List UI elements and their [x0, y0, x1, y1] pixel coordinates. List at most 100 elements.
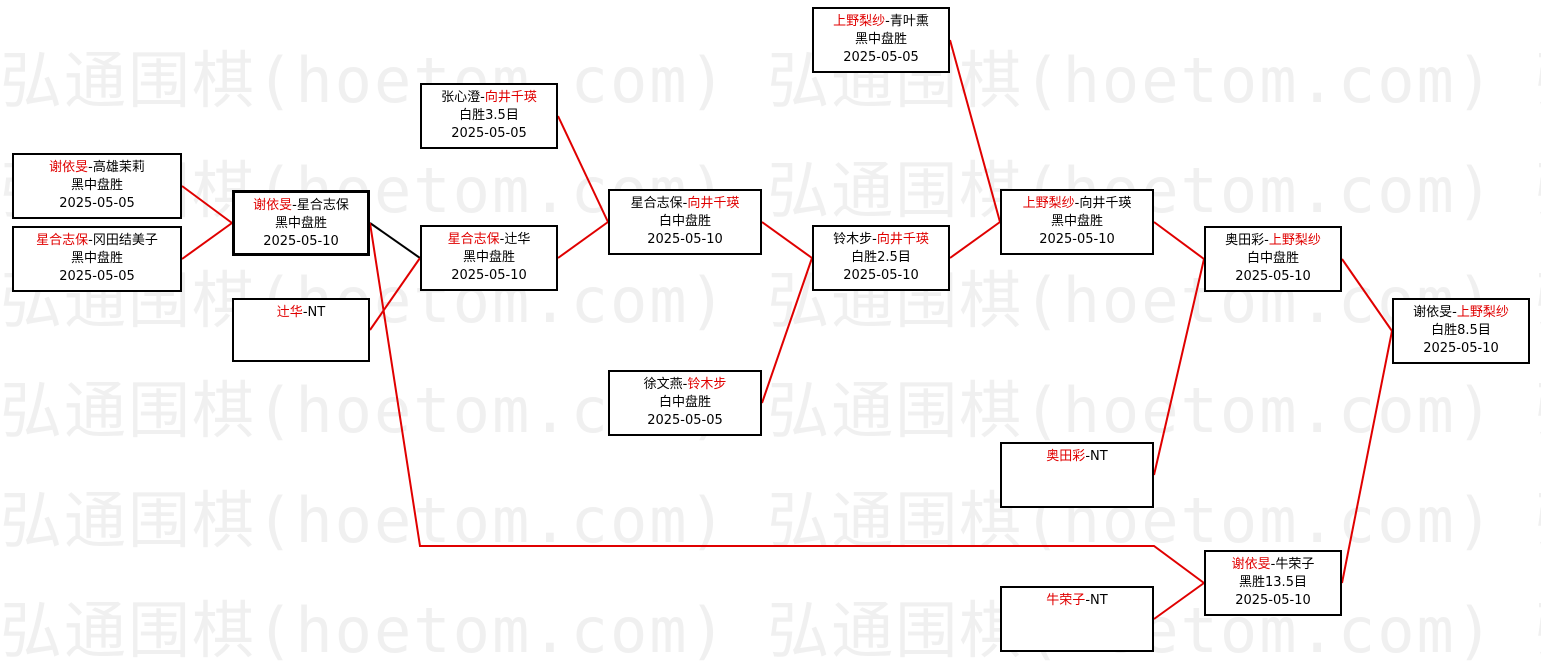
player-white: 向井千瑛: [484, 90, 537, 105]
match-box[interactable]: 上野梨纱-向井千瑛黑中盘胜 2025-05-10: [1000, 189, 1154, 255]
connector: [181, 222, 233, 260]
player-black: 张心澄: [441, 90, 481, 105]
match-players: 徐文燕-铃木步: [610, 376, 760, 394]
separator: -: [1074, 196, 1080, 211]
match-date: 2025-05-10: [1235, 269, 1311, 284]
match-players: 铃木步-向井千瑛: [814, 231, 948, 249]
match-date: 2025-05-05: [843, 50, 919, 65]
connector: [1153, 221, 1205, 260]
player-white: 高雄茉莉: [92, 160, 145, 175]
player-white: 牛荣子: [1275, 557, 1315, 572]
player-black: 铃木步: [833, 232, 873, 247]
match-players: 奥田彩-NT: [1002, 448, 1152, 466]
player-black: 谢依旻: [49, 160, 89, 175]
player-black: 辻华: [276, 305, 303, 320]
player-black: 谢依旻: [1231, 557, 1271, 572]
connector: [761, 257, 813, 404]
match-result: 黑中盘胜: [70, 251, 123, 266]
match-players: 谢依旻-上野梨纱: [1394, 304, 1528, 322]
connector: [181, 185, 233, 224]
match-date: 2025-05-10: [1423, 341, 1499, 356]
player-white: 铃木步: [687, 377, 727, 392]
match-date: 2025-05-05: [59, 196, 135, 211]
separator: -: [1270, 557, 1276, 572]
match-date: 2025-05-10: [1235, 593, 1311, 608]
player-white: 向井千瑛: [687, 196, 740, 211]
match-date: 2025-05-10: [843, 268, 919, 283]
match-result: 白胜3.5目: [459, 108, 519, 123]
player-black: 徐文燕: [643, 377, 683, 392]
player-white: 上野梨纱: [1456, 305, 1509, 320]
player-black: 谢依旻: [253, 198, 293, 213]
connector: [1153, 582, 1205, 620]
match-box[interactable]: 辻华-NT: [232, 298, 370, 362]
separator: -: [499, 232, 505, 247]
match-players: 张心澄-向井千瑛: [422, 89, 556, 107]
match-result: 黑中盘胜: [1050, 214, 1103, 229]
player-black: 谢依旻: [1413, 305, 1453, 320]
match-players: 谢依旻-牛荣子: [1206, 556, 1340, 574]
match-date: 2025-05-05: [59, 269, 135, 284]
match-result: 黑中盘胜: [854, 32, 907, 47]
connector: [369, 222, 1205, 584]
connector: [1341, 330, 1393, 584]
match-players: 辻华-NT: [234, 304, 368, 322]
match-result: 黑胜13.5目: [1239, 575, 1307, 590]
separator: -: [682, 196, 688, 211]
player-black: 星合志保: [36, 233, 89, 248]
match-players: 奥田彩-上野梨纱: [1206, 232, 1340, 250]
match-players: 上野梨纱-向井千瑛: [1002, 195, 1152, 213]
match-players: 谢依旻-高雄茉莉: [14, 159, 180, 177]
player-white: NT: [307, 305, 326, 320]
separator: -: [885, 14, 890, 29]
separator: -: [88, 233, 93, 248]
separator: -: [682, 377, 688, 392]
match-result: 白中盘胜: [1246, 251, 1299, 266]
connector: [369, 222, 421, 259]
separator: -: [872, 232, 877, 247]
separator: -: [480, 90, 485, 105]
player-black: 奥田彩: [1046, 449, 1086, 464]
match-box[interactable]: 奥田彩-NT: [1000, 442, 1154, 508]
connector: [1341, 258, 1393, 332]
connector: [1153, 258, 1205, 476]
separator: -: [292, 198, 297, 213]
separator: -: [302, 305, 308, 320]
match-date: 2025-05-05: [647, 413, 723, 428]
player-white: NT: [1090, 593, 1108, 608]
connector: [949, 39, 1001, 223]
match-box[interactable]: 牛荣子-NT: [1000, 586, 1154, 652]
match-players: 谢依旻-星合志保: [235, 197, 367, 215]
player-black: 星合志保: [447, 232, 500, 247]
separator: -: [1264, 233, 1269, 248]
match-result: 黑中盘胜: [462, 250, 515, 265]
separator: -: [88, 160, 93, 175]
player-white: 向井千瑛: [876, 232, 929, 247]
match-result: 黑中盘胜: [274, 216, 327, 231]
match-result: 黑中盘胜: [70, 178, 123, 193]
player-white: 青叶熏: [889, 14, 929, 29]
player-black: 牛荣子: [1046, 593, 1086, 608]
match-result: 白中盘胜: [658, 395, 711, 410]
match-date: 2025-05-10: [1039, 232, 1115, 247]
match-players: 星合志保-辻华: [422, 231, 556, 249]
separator: -: [1085, 593, 1091, 608]
connector: [761, 221, 813, 259]
player-black: 星合志保: [630, 196, 683, 211]
match-box[interactable]: 奥田彩-上野梨纱白中盘胜 2025-05-10: [1204, 226, 1342, 292]
match-players: 星合志保-向井千瑛: [610, 195, 760, 213]
player-white: 向井千瑛: [1079, 196, 1132, 211]
